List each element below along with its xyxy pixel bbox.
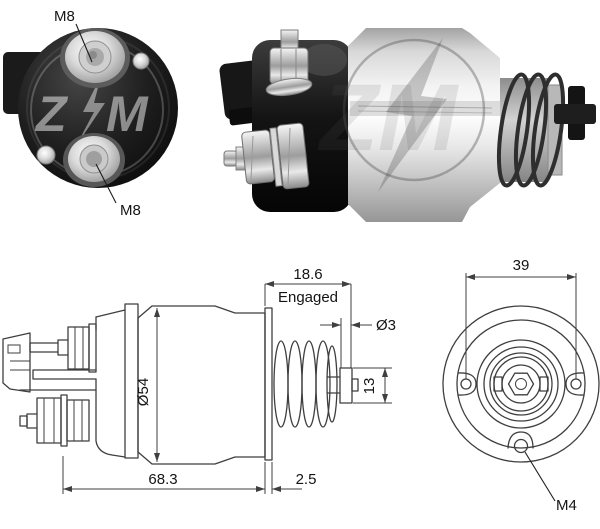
side-view-photo: ZM [219, 28, 596, 222]
side-view-drawing: 18.6 Engaged Ø3 Ø54 13 [2, 266, 396, 494]
terminal-bolt-top [265, 29, 313, 97]
dim-pin-diameter: Ø3 [320, 317, 396, 368]
zm-watermark-icon: ZM [317, 38, 486, 192]
dim-pin-height-label: 13 [361, 378, 378, 395]
terminal-label-bottom: M8 [120, 202, 141, 219]
rear-terminal-bottom [63, 133, 125, 187]
drive-pin-cross [554, 86, 596, 140]
dim-body-length-label: 68.3 [148, 471, 177, 488]
drawing-rear-flange [264, 307, 273, 461]
dim-hole-spacing: 39 [465, 257, 577, 379]
mount-notch-left [457, 372, 477, 396]
return-spring [496, 72, 566, 188]
dim-engaged-caption: Engaged [278, 289, 338, 306]
leader-line-top [75, 23, 93, 63]
drawing-plunger-pin [326, 367, 359, 404]
terminal-label-top: M8 [54, 8, 75, 25]
drawing-front-face [442, 305, 600, 463]
dim-pin-height: 13 [353, 367, 392, 404]
lightning-bolt-icon [76, 76, 105, 146]
mount-hole-bottom [513, 438, 529, 454]
watermark-letter-m: M [106, 86, 149, 142]
housing-highlight [301, 44, 347, 76]
lightning-bolt-icon [378, 38, 447, 192]
dim-flange-thickness: 2.5 [272, 471, 316, 492]
dim-flange-thickness-label: 2.5 [296, 471, 317, 488]
solenoid-cylinder-body [348, 28, 500, 222]
drawing-front-bracket [2, 309, 126, 458]
dim-body-length: 68.3 [62, 456, 273, 494]
mount-thread-callout: M4 [524, 451, 577, 514]
battery-terminal-studs [223, 122, 310, 190]
dim-engaged: 18.6 Engaged [264, 266, 352, 368]
rear-terminal-top [60, 28, 130, 88]
mount-notch-right [565, 372, 585, 396]
watermark-letter-z: Z [34, 86, 69, 142]
center-hex-pin [507, 372, 535, 396]
mount-notch-bottom [507, 431, 534, 449]
mount-hole-right [570, 378, 582, 390]
rear-view-photo: Z M M8 M8 [3, 8, 178, 219]
front-view-drawing: 39 M4 [442, 257, 600, 514]
dim-engaged-width-label: 18.6 [293, 266, 322, 283]
dim-pin-diameter-label: Ø3 [376, 317, 396, 334]
drawing-spring [273, 340, 338, 428]
mount-thread-label: M4 [556, 497, 577, 514]
embossed-band [350, 101, 500, 116]
rear-rivet-right [132, 52, 150, 70]
leader-line-bottom [95, 163, 117, 204]
dim-body-diameter: Ø54 [135, 308, 160, 462]
watermark-text: ZM [317, 65, 459, 171]
rear-rivet-left [36, 145, 56, 165]
dim-body-diameter-label: Ø54 [135, 378, 152, 406]
mount-hole-left [460, 378, 472, 390]
dim-hole-spacing-label: 39 [513, 257, 530, 274]
